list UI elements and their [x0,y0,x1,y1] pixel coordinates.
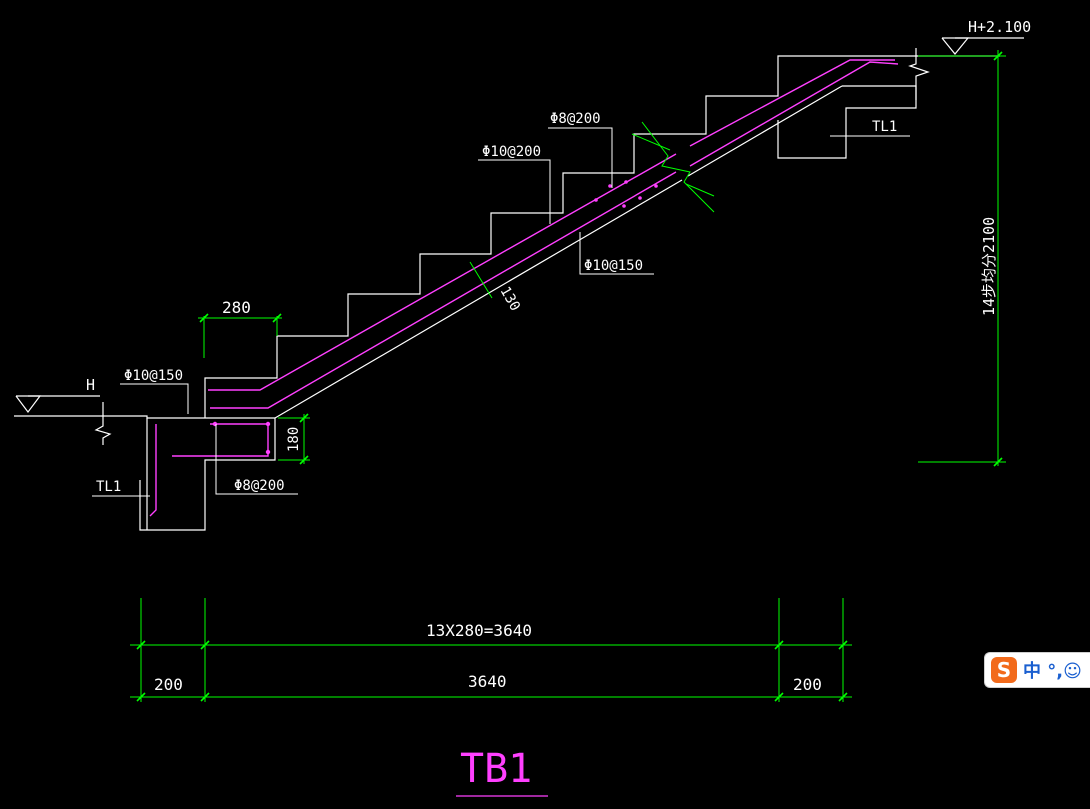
dim-tick [272,313,282,323]
dim-run-lower-text: 3640 [468,672,507,691]
dim-run-right-text: 200 [793,675,822,694]
level-top-label: H+2.100 [968,18,1031,36]
slab-break-symbol [641,121,715,213]
rebar-dot [624,180,628,184]
rebar-top-dist-label: Φ8@200 [550,111,601,127]
dim-tick [774,692,784,702]
drawing-title: TB1 [460,746,532,792]
dim-tick [200,640,210,650]
left-beam-outline [14,415,276,531]
dim-tick [136,692,146,702]
dimension-ticks [136,51,1003,702]
rebar-left-top-label: Φ10@150 [124,368,183,384]
beam-bar-left [172,424,269,457]
rebar-dot [608,184,612,188]
rebar-dot [654,184,658,188]
rebar-top-mid-label: Φ10@200 [482,144,541,160]
dim-tick [774,640,784,650]
level-symbol-top [941,37,970,55]
top-rebar-upper [689,59,895,147]
top-rebar [208,153,677,391]
leader-left-dist [215,424,298,495]
dim-tick [199,313,209,323]
slab-break-tick-b [685,183,715,197]
rebar-lines [149,59,899,517]
rebar-dot [265,421,271,427]
dim-tick [838,692,848,702]
rebar-dot [622,204,626,208]
leader-bottom [579,232,654,275]
dimension-lines [130,50,1006,702]
leader-lines [92,127,910,497]
dim-slab-line [469,261,493,299]
dim-tick [299,413,309,423]
level-symbol-bottom [15,395,42,413]
stair-soffit [274,179,683,419]
level-bottom-label: H [86,376,95,394]
right-break-symbol [908,48,930,100]
dim-beam-text: 180 [286,427,302,452]
rebar-dot [594,198,598,202]
dim-tread-text: 280 [222,298,251,317]
dim-run-left-text: 200 [154,675,183,694]
leader-left-top-rebar [120,383,189,414]
bottom-rebar-upper [689,61,899,167]
beam-right-label: TL1 [872,119,897,135]
dim-tick [200,692,210,702]
dim-run-upper-text: 13X280=3640 [426,621,532,640]
rebar-dot [638,196,642,200]
leader-top-dist [548,127,613,188]
rebar-left-dist-label: Φ8@200 [234,478,285,494]
level-symbols [15,37,1024,413]
dim-tick [299,455,309,465]
beam-stirrup-left [149,424,157,517]
ime-toolbar[interactable]: S 中 °,☺ [984,652,1090,688]
dim-height-text: 14步均分2100 [980,217,998,316]
stair-soffit-upper [687,85,843,177]
rebar-dots [212,180,658,455]
bottom-rebar [210,171,677,409]
rebar-bottom-label: Φ10@150 [584,258,643,274]
ime-status-text[interactable]: 中 °,☺ [1023,661,1082,682]
beam-left-label: TL1 [96,479,121,495]
rebar-dot [265,449,271,455]
dim-tick [838,640,848,650]
dim-slab-text: 130 [497,284,524,314]
dim-tick [993,457,1003,467]
slab-break-tick-a [631,133,671,151]
sogou-logo-icon[interactable]: S [991,657,1017,683]
left-break-symbol [94,402,112,445]
leader-top-mid [478,159,551,224]
break-symbols [94,48,930,445]
rebar-dot [212,421,218,427]
dim-tick [993,51,1003,61]
dim-tick [136,640,146,650]
